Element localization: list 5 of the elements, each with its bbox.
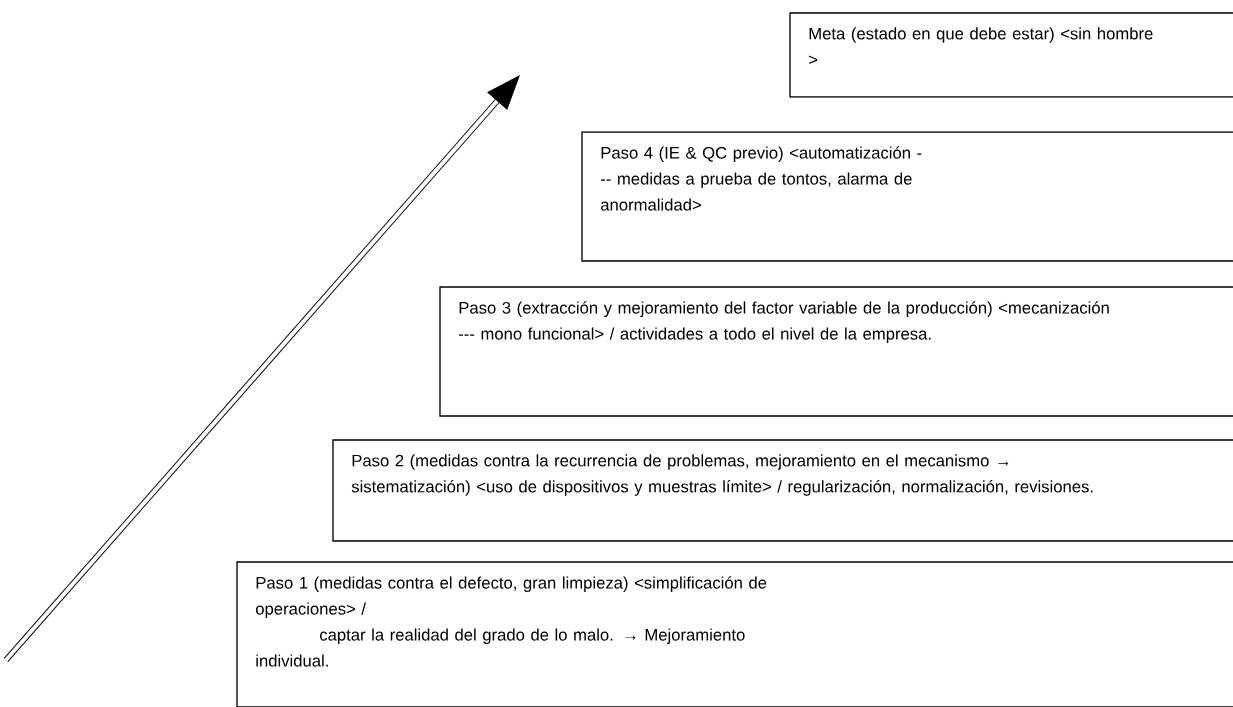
step-box: Meta (estado en que debe estar) <sin hombre > [789, 12, 1233, 98]
step-box: Paso 3 (extracción y mejoramiento del factor variable de la producción) <mecanización --- mono funcional> / actividades a todo el nivel de la empresa. [439, 286, 1233, 417]
step-box: Paso 1 (medidas contra el defecto, gran limpieza) <simplificación de operaciones> / captar la realidad del grado de lo malo. → Mejoramiento individual. [236, 561, 1233, 707]
step-box: Paso 2 (medidas contra la recurrencia de problemas, mejoramiento en el mecanismo → sistematización) <uso de dispositivos y muestras límite> / regularización, normalización, revisiones. [332, 439, 1233, 542]
step-box: Paso 4 (IE & QC previo) <automatización --- medidas a prueba de tontos, alarma de anormalidad> [581, 131, 1233, 262]
